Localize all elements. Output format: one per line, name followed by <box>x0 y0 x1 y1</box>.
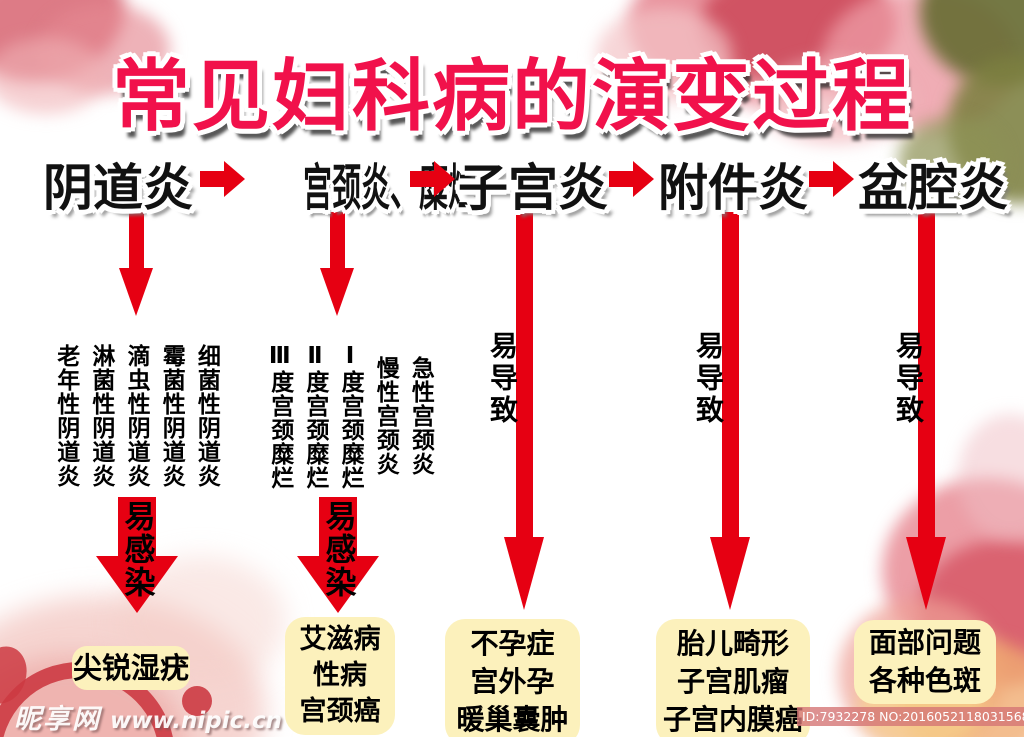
nipic-logo-dot-decoration <box>182 686 212 716</box>
outcome-box-skin-issues: 面部问题 各种色斑 <box>854 620 996 704</box>
arrow-shaft <box>118 497 156 556</box>
arrow-shaft <box>410 171 434 187</box>
infection-risk-label: 易感染 <box>319 500 356 599</box>
flow-arrow-right-icon <box>809 161 854 197</box>
outcome-line: 各种色斑 <box>868 664 981 697</box>
outcome-line: 子宫内膜癌 <box>662 703 803 736</box>
arrow-head <box>833 161 854 197</box>
arrow-shaft <box>319 497 357 556</box>
stage-adnexitis: 附件炎 <box>658 159 808 217</box>
watercolor-petal-top-left <box>0 38 106 114</box>
outcome-line: 胎儿畸形 <box>676 627 789 660</box>
arrow-head <box>504 537 544 610</box>
arrow-head <box>96 556 178 613</box>
subtype-item: 老年性阴道炎 <box>52 344 79 488</box>
outcome-box-fetal-uterine: 胎儿畸形 子宫肌瘤 子宫内膜癌 <box>656 619 810 737</box>
arrow-shaft <box>200 171 224 187</box>
subtype-item: 慢性宫颈炎 <box>372 356 399 476</box>
arrow-head <box>633 161 654 197</box>
arrow-head <box>906 537 946 610</box>
outcome-line: 子宫肌瘤 <box>676 665 789 698</box>
outcome-line: 暖巢囊肿 <box>456 703 569 736</box>
outcome-box-condyloma: 尖锐湿疣 <box>72 646 190 690</box>
infection-risk-label: 易感染 <box>118 500 155 599</box>
down-arrow-icon <box>119 212 153 316</box>
arrow-shaft <box>609 171 633 187</box>
cervicitis-subtype-list: Ⅲ度宫颈糜烂 Ⅱ度宫颈糜烂 Ⅰ度宫颈糜烂 慢性宫颈炎 急性宫颈炎 <box>262 336 438 496</box>
outcome-box-aids-std-cancer: 艾滋病 性病 宫颈癌 <box>285 617 395 735</box>
subtype-item: 滴虫性阴道炎 <box>123 344 150 488</box>
long-down-arrow-icon <box>906 212 946 610</box>
subtype-item: 淋菌性阴道炎 <box>87 344 114 488</box>
outcome-line: 艾滋病 <box>299 624 381 655</box>
stock-id-watermark: ID:7932278 NO:20160521180315686000 <box>797 707 1024 726</box>
stage-uteritis: 子宫炎 <box>458 159 608 217</box>
subtype-item: 细菌性阴道炎 <box>193 344 220 488</box>
poster-title: 常见妇科病的演变过程 <box>111 52 912 142</box>
flow-arrow-right-icon <box>609 161 654 197</box>
outcome-line: 宫外孕 <box>470 665 555 698</box>
arrow-head <box>297 556 379 613</box>
infection-down-arrow-icon: 易感染 <box>96 497 178 613</box>
arrow-head <box>434 161 455 197</box>
stage-cervicitis-erosion: 宫颈炎、糜烂 <box>303 159 477 217</box>
outcome-line: 面部问题 <box>868 626 981 659</box>
subtype-item: 急性宫颈炎 <box>407 356 434 476</box>
infection-down-arrow-icon: 易感染 <box>297 497 379 613</box>
leads-to-label: 易导致 <box>486 331 519 427</box>
flow-arrow-right-icon <box>200 161 245 197</box>
arrow-shaft <box>917 212 935 537</box>
arrow-head <box>320 268 354 316</box>
subtype-item: 霉菌性阴道炎 <box>158 344 185 488</box>
outcome-line: 性病 <box>313 660 367 691</box>
stage-vaginitis: 阴道炎 <box>43 159 193 217</box>
long-down-arrow-icon <box>504 212 544 610</box>
arrow-shaft <box>329 212 345 268</box>
arrow-shaft <box>809 171 833 187</box>
leads-to-label: 易导致 <box>692 331 725 427</box>
arrow-head <box>710 537 750 610</box>
subtype-item: Ⅰ度宫颈糜烂 <box>337 342 364 490</box>
arrow-head <box>119 268 153 316</box>
down-arrow-icon <box>320 212 354 316</box>
outcome-line: 不孕症 <box>470 627 555 660</box>
outcome-line: 尖锐湿疣 <box>72 651 189 685</box>
outcome-line: 宫颈癌 <box>299 696 381 727</box>
watercolor-flower-top <box>758 58 914 144</box>
long-down-arrow-icon <box>710 212 750 610</box>
site-watermark-url: www.nipic.cn <box>110 708 282 734</box>
watercolor-flower-top <box>596 8 732 102</box>
site-watermark: 昵享网 www.nipic.cn <box>14 697 282 736</box>
arrow-shaft <box>515 212 533 537</box>
subtype-item: Ⅲ度宫颈糜烂 <box>266 342 293 490</box>
site-watermark-name: 昵享网 <box>14 704 101 735</box>
outcome-box-infertility: 不孕症 宫外孕 暖巢囊肿 <box>445 619 580 737</box>
arrow-shaft <box>128 212 144 268</box>
vaginitis-subtype-list: 老年性阴道炎 淋菌性阴道炎 滴虫性阴道炎 霉菌性阴道炎 细菌性阴道炎 <box>48 336 224 496</box>
stage-pelvic-inflammation: 盆腔炎 <box>858 159 1008 217</box>
flow-arrow-right-icon <box>410 161 455 197</box>
arrow-shaft <box>721 212 739 537</box>
watercolor-leaf-top-right <box>898 118 1004 202</box>
subtype-item: Ⅱ度宫颈糜烂 <box>301 342 328 490</box>
leads-to-label: 易导致 <box>892 331 925 427</box>
arrow-head <box>224 161 245 197</box>
